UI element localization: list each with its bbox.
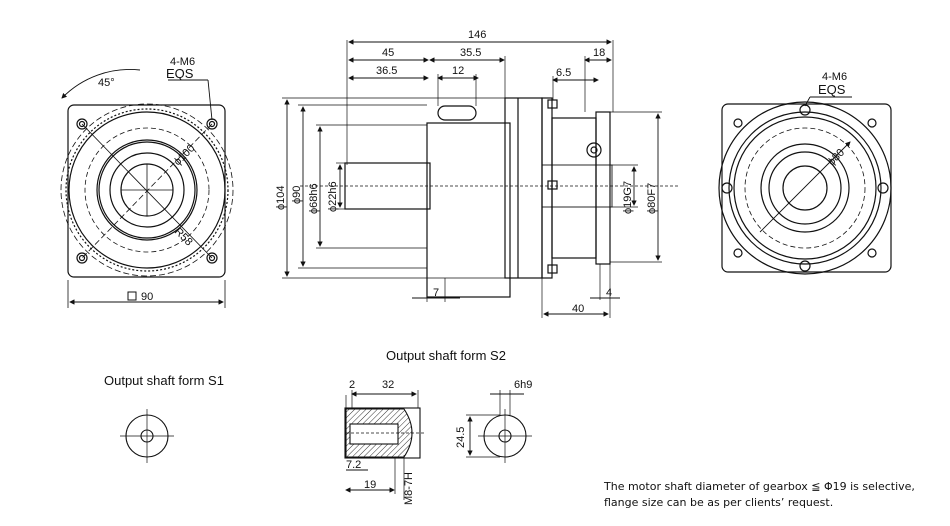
dim-35-5: 35.5 xyxy=(460,47,481,59)
dim-40: 40 xyxy=(572,303,584,315)
pcd-80: ϕ80 xyxy=(826,147,848,169)
dim-18: 18 xyxy=(593,47,605,59)
input-flange-view xyxy=(718,96,892,275)
dim-36-5: 36.5 xyxy=(376,65,397,77)
bolts-label-right: 4-M6 xyxy=(822,71,847,83)
s2-dim-7-2: 7.2 xyxy=(346,459,361,471)
dia-68h6: ϕ68h6 xyxy=(308,183,320,214)
s2-title: Output shaft form S2 xyxy=(386,348,506,363)
output-flange-view xyxy=(60,69,234,308)
s2-dim-32: 32 xyxy=(382,379,394,391)
dim-7: 7 xyxy=(433,287,439,299)
angle-45: 45° xyxy=(98,77,115,89)
side-view xyxy=(282,39,680,318)
dia-104: ϕ104 xyxy=(275,185,287,210)
s2-height-24-5: 24.5 xyxy=(455,427,467,448)
dim-4: 4 xyxy=(606,287,612,299)
square-90: 90 xyxy=(141,291,153,303)
dia-22h6: ϕ22h6 xyxy=(327,181,339,212)
dia-80f7: ϕ80F7 xyxy=(646,183,658,214)
s1-title: Output shaft form S1 xyxy=(104,373,224,388)
dim-12: 12 xyxy=(452,65,464,77)
pcd-100: ϕ100 xyxy=(172,142,198,168)
note-line-1: The motor shaft diameter of gearbox ≦ Φ1… xyxy=(603,480,915,493)
dia-90: ϕ90 xyxy=(291,186,303,204)
dim-45: 45 xyxy=(382,47,394,59)
s2-dim-19: 19 xyxy=(364,479,376,491)
dia-19g7: ϕ19G7 xyxy=(622,181,634,214)
s2-section xyxy=(344,390,426,500)
bolts-label-left: 4-M6 xyxy=(170,56,195,68)
dim-6-5: 6.5 xyxy=(556,67,571,79)
s1-shaft xyxy=(120,409,174,463)
dim-146: 146 xyxy=(468,29,486,41)
note-line-2: flange size can be as per clients’ reque… xyxy=(604,496,833,509)
s2-dim-2: 2 xyxy=(349,379,355,391)
s2-end-view xyxy=(466,390,532,463)
s2-thread: M8-7H xyxy=(403,472,415,505)
s2-key-6h9: 6h9 xyxy=(514,379,532,391)
eqs-label-left: EQS xyxy=(166,66,194,81)
eqs-label-right: EQS xyxy=(818,82,846,97)
